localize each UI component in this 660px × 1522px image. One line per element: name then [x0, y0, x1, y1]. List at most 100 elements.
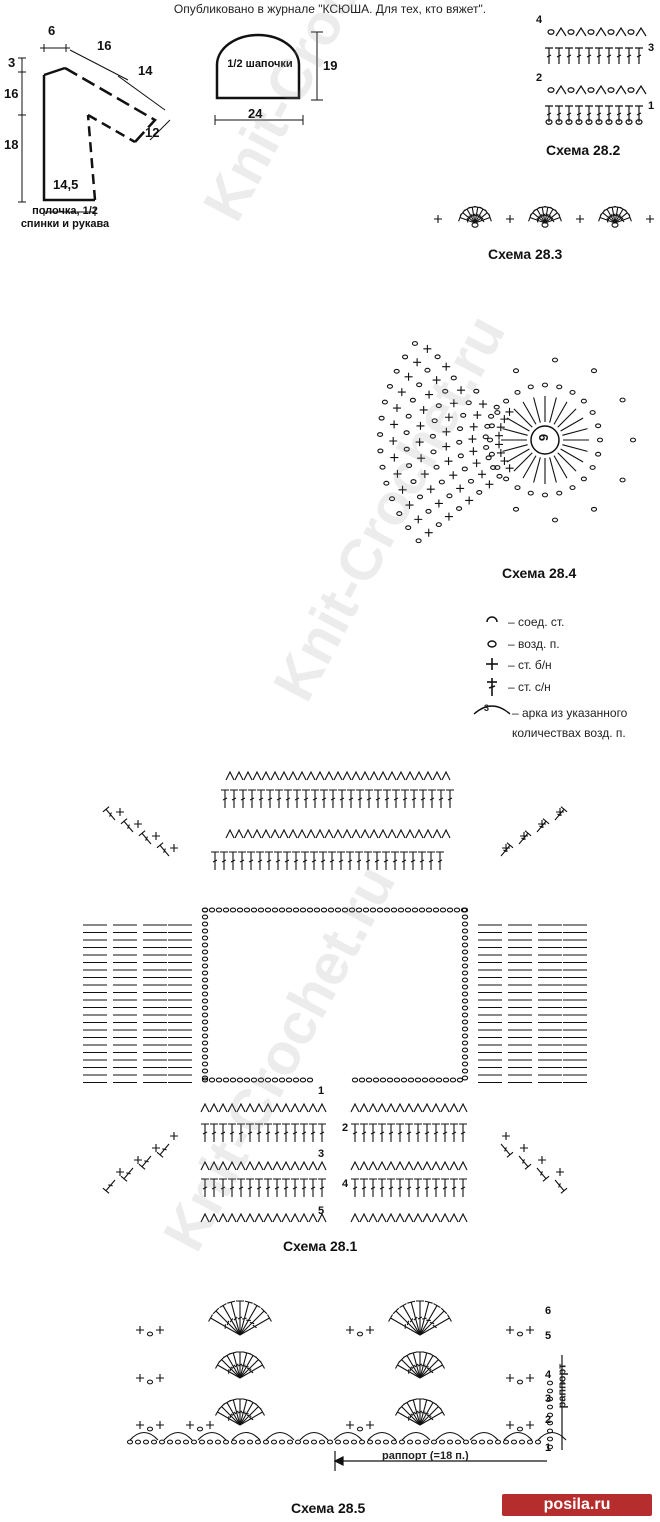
chain-stitch: [446, 907, 454, 913]
chain-stitch: [590, 368, 598, 374]
double-crochet-stitch: [398, 1356, 421, 1379]
double-crochet-part: [300, 1178, 308, 1197]
double-crochet-stitch: [635, 47, 643, 64]
single-crochet-stitch: [472, 459, 481, 468]
zigzag-mark: [414, 828, 424, 839]
single-crochet-stitch: [434, 215, 442, 223]
chain-stitch: [567, 29, 575, 35]
zigzag-mark: [236, 1102, 246, 1113]
double-crochet-part: [398, 1403, 421, 1426]
double-crochet-stitch: [409, 1398, 421, 1426]
single-crochet-stitch: [442, 362, 451, 371]
double-crochet-stitch: [239, 1303, 261, 1336]
double-crochet-part: [266, 789, 274, 808]
slip-stitch-icon: [486, 616, 498, 623]
single-crochet-stitch: [526, 1421, 534, 1429]
scheme-28-4-caption: Схема 28.4: [502, 565, 577, 581]
chain-stitch: [250, 907, 258, 913]
chain-stitch: [430, 449, 437, 455]
double-crochet-part: [351, 1178, 359, 1197]
zigzag-mark: [386, 1102, 396, 1113]
scheme-28-2-chart: [545, 26, 647, 125]
double-crochet-part: [311, 789, 319, 808]
double-crochet-part: [255, 1178, 263, 1197]
chain-stitch: [396, 511, 403, 517]
double-crochet-stitch: [223, 1400, 241, 1426]
double-crochet-part: [219, 1178, 227, 1197]
double-crochet-part: [635, 47, 643, 64]
double-crochet-stitch: [301, 851, 309, 870]
zigzag-mark: [333, 770, 343, 781]
zigzag-mark: [387, 828, 397, 839]
zigzag-mark: [395, 1160, 405, 1171]
double-crochet-part: [201, 1178, 209, 1197]
zigzag-mark: [225, 828, 235, 839]
double-crochet-part: [428, 789, 436, 808]
chain-stitch: [341, 907, 349, 913]
double-crochet-stitch: [392, 789, 400, 808]
chain-stitch: [516, 1426, 524, 1432]
single-crochet-stitch: [390, 420, 399, 429]
zigzag-mark: [432, 828, 442, 839]
double-crochet-part: [383, 789, 391, 808]
double-crochet-part: [554, 1179, 568, 1194]
double-crochet-part: [319, 851, 327, 870]
chain-stitch: [386, 1077, 394, 1083]
chain-stitch: [238, 1439, 246, 1445]
single-crochet-stitch: [556, 1168, 564, 1176]
chain-stitch: [456, 426, 464, 432]
zigzag-mark: [404, 1212, 414, 1223]
chain-stitch: [590, 506, 598, 512]
double-crochet-part: [283, 851, 291, 870]
zigzag-mark: [272, 1102, 282, 1113]
double-crochet-stitch: [414, 1178, 422, 1197]
zigzag-mark: [449, 1102, 459, 1113]
double-crochet-part: [156, 842, 170, 857]
single-crochet-stitch: [442, 427, 451, 436]
double-crochet-stitch: [585, 47, 593, 64]
chain-stitch: [541, 382, 549, 388]
double-crochet-part: [237, 1178, 245, 1197]
chain-stitch: [461, 921, 469, 927]
double-crochet-part: [419, 1403, 442, 1426]
chain-stitch: [262, 1439, 270, 1445]
chain-stitch: [430, 1439, 438, 1445]
double-crochet-part: [605, 47, 613, 64]
chain-stitch: [201, 1068, 209, 1074]
chain-stitch: [488, 423, 495, 429]
double-crochet-part: [450, 1123, 458, 1142]
double-crochet-part: [419, 1408, 445, 1426]
zigzag-mark: [315, 828, 325, 839]
chain-stitch: [546, 1404, 554, 1410]
zigzag-mark: [422, 1160, 432, 1171]
double-crochet-stitch: [120, 818, 134, 833]
double-crochet-part: [427, 851, 435, 870]
chain-stitch: [503, 398, 510, 404]
double-crochet-part: [292, 851, 300, 870]
double-crochet-stitch: [239, 1307, 268, 1336]
double-crochet-part: [369, 1123, 377, 1142]
double-crochet-stitch: [264, 1178, 272, 1197]
chain-stitch: [383, 907, 391, 913]
single-crochet-stitch: [405, 501, 414, 510]
single-crochet-stitch: [526, 1326, 534, 1334]
single-crochet-stitch: [366, 1421, 374, 1429]
double-crochet-part: [239, 1353, 257, 1379]
double-crochet-part: [419, 1356, 442, 1379]
zigzag-mark: [404, 1102, 414, 1113]
arch-stitch: [401, 1431, 431, 1441]
chain-stitch: [383, 480, 390, 486]
zigzag-mark: [360, 770, 370, 781]
double-crochet-part: [432, 1123, 440, 1142]
chain-stitch: [486, 437, 494, 443]
chain-stitch: [551, 357, 559, 363]
zigzag-mark: [254, 1212, 264, 1223]
chain-stitch: [257, 1077, 265, 1083]
zigzag-mark: [272, 1212, 282, 1223]
double-crochet-stitch: [282, 1123, 290, 1142]
zigzag-mark: [414, 770, 424, 781]
chain-stitch: [456, 1077, 464, 1083]
zigzag-mark: [281, 1102, 291, 1113]
zigzag-mark: [396, 828, 406, 839]
double-crochet-part: [410, 789, 418, 808]
